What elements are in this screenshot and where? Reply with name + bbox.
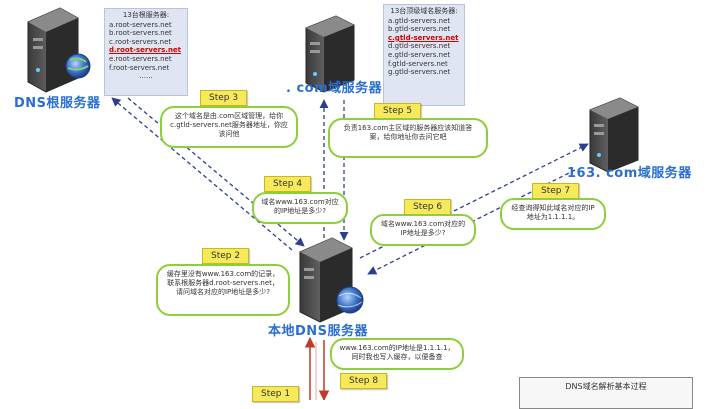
com-server-icon bbox=[305, 15, 355, 93]
step-4-label: Step 4 bbox=[264, 176, 312, 192]
dns-diagram-canvas bbox=[27, 7, 639, 400]
step-6-bubble: 域名www.163.com对应的IP地址是多少? bbox=[370, 214, 476, 246]
local-server-label: 本地DNS服务器 bbox=[268, 324, 369, 339]
step-7-label: Step 7 bbox=[532, 183, 580, 199]
site-server-icon bbox=[589, 97, 639, 173]
step-3-label: Step 3 bbox=[200, 90, 248, 106]
tld-list-item: f.gtld-servers.net bbox=[388, 59, 448, 68]
root-server-label: DNS根服务器 bbox=[14, 96, 101, 111]
root-list-item-highlight: d.root-servers.net bbox=[109, 46, 182, 55]
root-list-item: f.root-servers.net bbox=[109, 63, 170, 72]
com-server-label: . com域服务器 bbox=[286, 81, 383, 96]
step-8-label: Step 8 bbox=[340, 373, 388, 389]
root-server-icon bbox=[27, 7, 79, 93]
tld-list-item: g.gtld-servers.net bbox=[388, 68, 451, 77]
step-7-bubble: 经查询得知此域名对应的IP地址为1.1.1.1。 bbox=[500, 198, 606, 230]
root-list-item: e.root-servers.net bbox=[109, 54, 172, 63]
step-4-bubble: 域名www.163.com对应的IP地址是多少? bbox=[252, 192, 348, 224]
tld-list-item-highlight: c.gtld-servers.net bbox=[388, 33, 459, 42]
step-5-bubble: 负责163.com主区域的服务器应该知道答案，给你地址你去问它吧 bbox=[328, 118, 488, 158]
tld-list-item: b.gtld-servers.net bbox=[388, 25, 451, 34]
tld-list-item: d.gtld-servers.net bbox=[388, 42, 451, 51]
diagram-caption: DNS域名解析基本过程 bbox=[519, 377, 693, 409]
step-2-label: Step 2 bbox=[202, 248, 250, 264]
tld-list-item: e.gtld-servers.net bbox=[388, 50, 451, 59]
root-list-item: c.root-servers.net bbox=[109, 37, 172, 46]
step-8-bubble: www.163.com的IP地址是1.1.1.1，同时我也写入缓存，以便备查 bbox=[330, 338, 464, 370]
step-6-label: Step 6 bbox=[404, 199, 452, 215]
step-2-bubble: 缓存里没有www.163.com的记录，联系根服务器d.root-servers… bbox=[156, 264, 290, 316]
tld-list-item: a.gtld-servers.net bbox=[388, 16, 451, 25]
step-3-bubble: 这个域名是由.com区域管理，给你c.gtld-servers.net服务器地址… bbox=[160, 106, 298, 148]
root-server-list: 13台根服务器: a.root-servers.net b.root-serve… bbox=[104, 8, 188, 96]
tld-list-header: 13台顶级域名服务器: bbox=[390, 7, 458, 15]
step-5-label: Step 5 bbox=[374, 103, 422, 119]
root-list-header: 13台根服务器: bbox=[122, 11, 170, 19]
local-globe-icon bbox=[336, 286, 364, 314]
tld-server-list: 13台顶级域名服务器: a.gtld-servers.net b.gtld-se… bbox=[383, 4, 465, 106]
arrow-step2 bbox=[111, 97, 293, 251]
root-list-item: a.root-servers.net bbox=[109, 20, 172, 29]
root-list-ellipsis: ...... bbox=[139, 72, 153, 81]
site-server-label: 163. com域服务器 bbox=[567, 166, 692, 181]
root-list-item: b.root-servers.net bbox=[109, 29, 172, 38]
